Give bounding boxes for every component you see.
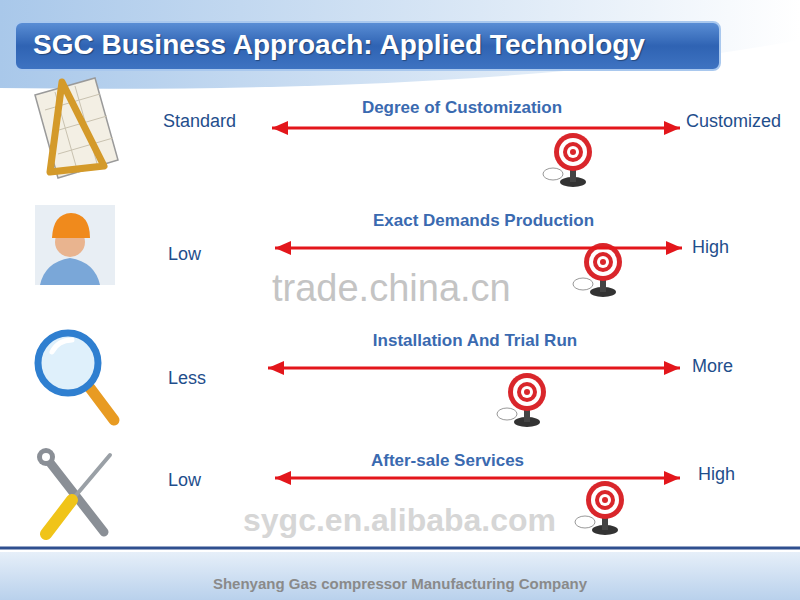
- target-symbol: [543, 133, 592, 187]
- scale-end-label: Low: [150, 240, 275, 268]
- end-label-text: Low: [168, 466, 201, 494]
- drafting-icon: [35, 78, 118, 178]
- target-symbol: [573, 243, 622, 297]
- magnifier-handle: [90, 388, 114, 420]
- end-label-text: Standard: [163, 107, 236, 135]
- end-label-text: High: [698, 460, 735, 488]
- watermark: trade.china.cn: [272, 266, 572, 310]
- tools-icon: [37, 448, 110, 534]
- target-symbol: [497, 373, 546, 427]
- screwdriver-shaft: [72, 455, 110, 500]
- magnifier-lens: [38, 333, 98, 393]
- scale-label: Exact Demands Production: [373, 210, 594, 232]
- screwdriver-handle: [46, 500, 72, 534]
- grid-paper: [35, 78, 118, 178]
- scale-end-label: Standard: [150, 107, 272, 135]
- scale-end-label: High: [680, 460, 792, 488]
- footer-bar: [0, 552, 800, 600]
- scale-end-label: Low: [150, 466, 275, 494]
- footer-rule: [0, 547, 800, 550]
- double-arrow: [275, 247, 682, 250]
- end-label-text: High: [692, 233, 729, 261]
- double-arrow: [272, 127, 680, 130]
- scale-end-label: High: [682, 233, 792, 261]
- double-arrow: [268, 367, 680, 370]
- worker-shirt: [40, 258, 100, 285]
- scale-label: After-sale Services: [371, 450, 524, 472]
- scale-label: Installation And Trial Run: [373, 330, 577, 352]
- target-symbol: [575, 481, 624, 535]
- watermark: sygc.en.alibaba.com: [243, 501, 583, 539]
- end-label-text: Less: [168, 364, 206, 392]
- footer-company-name: Shenyang Gas compressor Manufacturing Co…: [0, 575, 800, 593]
- end-label-text: Low: [168, 240, 201, 268]
- slide-title: SGC Business Approach: Applied Technolog…: [33, 28, 723, 62]
- end-label-text: More: [692, 352, 733, 380]
- worker-helmet: [52, 213, 90, 238]
- magnifier-icon: [38, 333, 114, 420]
- end-label-text: Customized: [686, 107, 781, 135]
- worker-photo: [35, 205, 115, 285]
- set-square: [50, 82, 104, 172]
- header-swoosh: [0, 0, 800, 89]
- wrench-jaw: [37, 448, 55, 466]
- lens-highlight: [52, 340, 72, 352]
- wrench-jaw: [42, 453, 50, 461]
- scale-label: Degree of Customization: [362, 97, 562, 119]
- scale-end-label: More: [680, 352, 792, 380]
- double-arrow: [275, 477, 680, 480]
- photo-frame: [35, 205, 115, 285]
- scale-end-label: Customized: [680, 107, 795, 135]
- scale-end-label: Less: [150, 364, 268, 392]
